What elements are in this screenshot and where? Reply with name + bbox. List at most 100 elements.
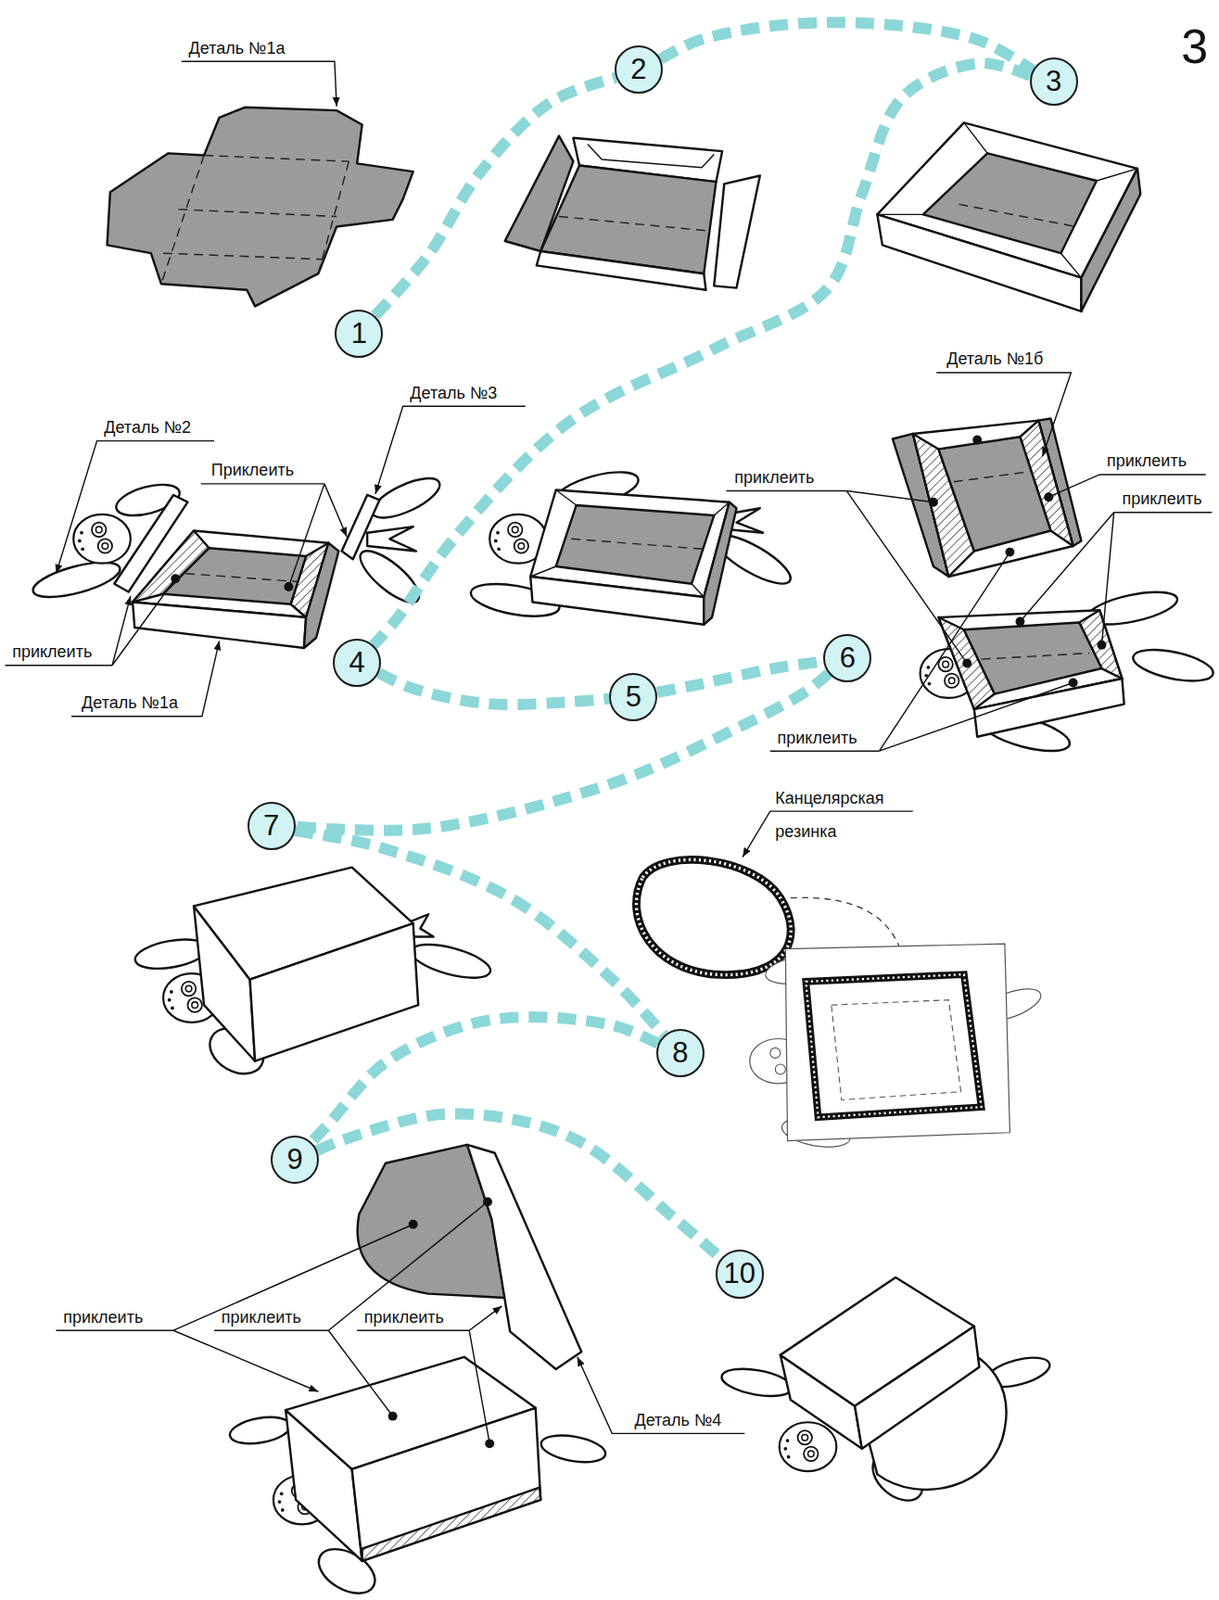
callout-label: приклеить	[12, 642, 92, 662]
leader-lines	[71, 640, 220, 716]
leader-lines	[770, 749, 880, 751]
step-circle: 8	[656, 1028, 705, 1078]
assembled-bottom	[556, 489, 577, 506]
lid-part	[1004, 547, 1015, 558]
leader-lines	[725, 490, 847, 492]
dashed-connector	[294, 830, 664, 1035]
leader-lines	[879, 682, 1074, 751]
dashed-connector	[311, 1016, 659, 1143]
band-on-box	[805, 974, 981, 1118]
leader-lines	[936, 372, 1071, 457]
flat-net	[107, 107, 414, 307]
step-number: 9	[286, 1143, 303, 1176]
leader-lines	[324, 483, 347, 537]
dashed-connector	[317, 1114, 722, 1259]
step-number: 4	[349, 647, 366, 679]
assembled-bottom	[703, 502, 737, 625]
flat-net	[163, 253, 325, 260]
callout-label: Деталь №1б	[946, 349, 1043, 369]
callout-label: Канцелярская резинка	[774, 781, 914, 849]
dashed-connector	[660, 22, 1032, 71]
folded-tray	[876, 214, 924, 216]
leader-lines	[328, 1330, 393, 1416]
flat-net	[107, 107, 414, 307]
finished-turtle	[719, 1277, 1053, 1511]
leader-lines	[201, 482, 325, 484]
folding-tray	[558, 216, 709, 231]
leader-lines	[577, 1357, 745, 1435]
step-number: 5	[625, 681, 642, 713]
leader-lines	[5, 664, 114, 666]
finished-turtle	[779, 1422, 838, 1472]
folded-tray	[958, 203, 1077, 227]
step-circle: 1	[334, 309, 383, 358]
leader-lines	[846, 491, 934, 503]
step-circle: 2	[614, 45, 663, 94]
step-circle: 6	[823, 634, 872, 683]
step-number: 2	[630, 53, 647, 86]
leader-lines	[5, 61, 1213, 1444]
flat-net	[317, 161, 349, 274]
closed-box-turtle	[132, 867, 494, 1084]
leader-lines	[328, 1202, 488, 1332]
callout-label: приклеить	[221, 1307, 302, 1328]
leader-lines	[469, 1306, 502, 1331]
step-number: 1	[351, 317, 368, 350]
step-circle: 4	[332, 638, 381, 687]
leader-lines	[56, 1330, 175, 1332]
assembled-bottom	[530, 566, 557, 577]
tail-part	[342, 470, 445, 611]
head-part	[73, 514, 131, 564]
band-on-box	[774, 1064, 786, 1075]
dashed-connector	[373, 63, 1031, 646]
box-turtle	[362, 1487, 542, 1562]
box-turtle	[228, 1412, 293, 1448]
leader-lines	[1114, 511, 1213, 513]
assembled-bottom	[571, 538, 704, 549]
head-part	[114, 495, 188, 593]
step-circle: 7	[247, 801, 296, 851]
lid-part	[972, 435, 982, 445]
folded-tray	[876, 122, 1141, 312]
box-turtle	[228, 1357, 609, 1600]
callout-label: приклеить	[364, 1307, 445, 1328]
step-circle: 9	[270, 1135, 319, 1184]
callout-label: приклеить	[1106, 451, 1187, 471]
leader-lines	[56, 441, 216, 574]
step-number: 10	[723, 1257, 756, 1290]
assembled-bottom	[468, 465, 797, 625]
folded-tray	[876, 214, 1081, 312]
callout-label: Деталь №4	[634, 1410, 722, 1431]
band-on-box	[785, 943, 1010, 1141]
leader-lines	[288, 483, 325, 587]
bottom-part	[974, 678, 1125, 737]
tail-part	[367, 526, 417, 551]
shell-part	[467, 1144, 582, 1370]
closed-box-turtle	[407, 938, 494, 985]
callout-label: Деталь №1а	[81, 693, 178, 713]
tray-part	[185, 573, 298, 583]
folding-tray	[536, 251, 707, 291]
closed-box-turtle	[250, 923, 420, 1062]
dashed-connector	[375, 77, 617, 316]
callout-label: Деталь №2	[103, 418, 191, 438]
flat-net	[178, 209, 338, 217]
step-number: 6	[839, 642, 856, 674]
callout-label: приклеить	[777, 728, 858, 749]
folded-tray	[1080, 168, 1141, 312]
bottom-part	[1130, 644, 1216, 687]
rubber-band	[635, 859, 791, 975]
box-turtle	[538, 1431, 608, 1467]
assembled-bottom	[530, 576, 704, 625]
step-circle: 3	[1029, 57, 1079, 106]
bottom-part	[920, 585, 1217, 759]
callout-label: Приклеить	[211, 460, 294, 481]
callout-label: приклеить	[63, 1307, 143, 1328]
rubber-band	[635, 859, 791, 975]
callout-label: Деталь №3	[409, 383, 497, 404]
leader-lines	[846, 491, 967, 664]
band-on-box	[770, 1047, 781, 1058]
folding-tray	[587, 143, 714, 167]
page-number: 3	[1180, 22, 1208, 71]
